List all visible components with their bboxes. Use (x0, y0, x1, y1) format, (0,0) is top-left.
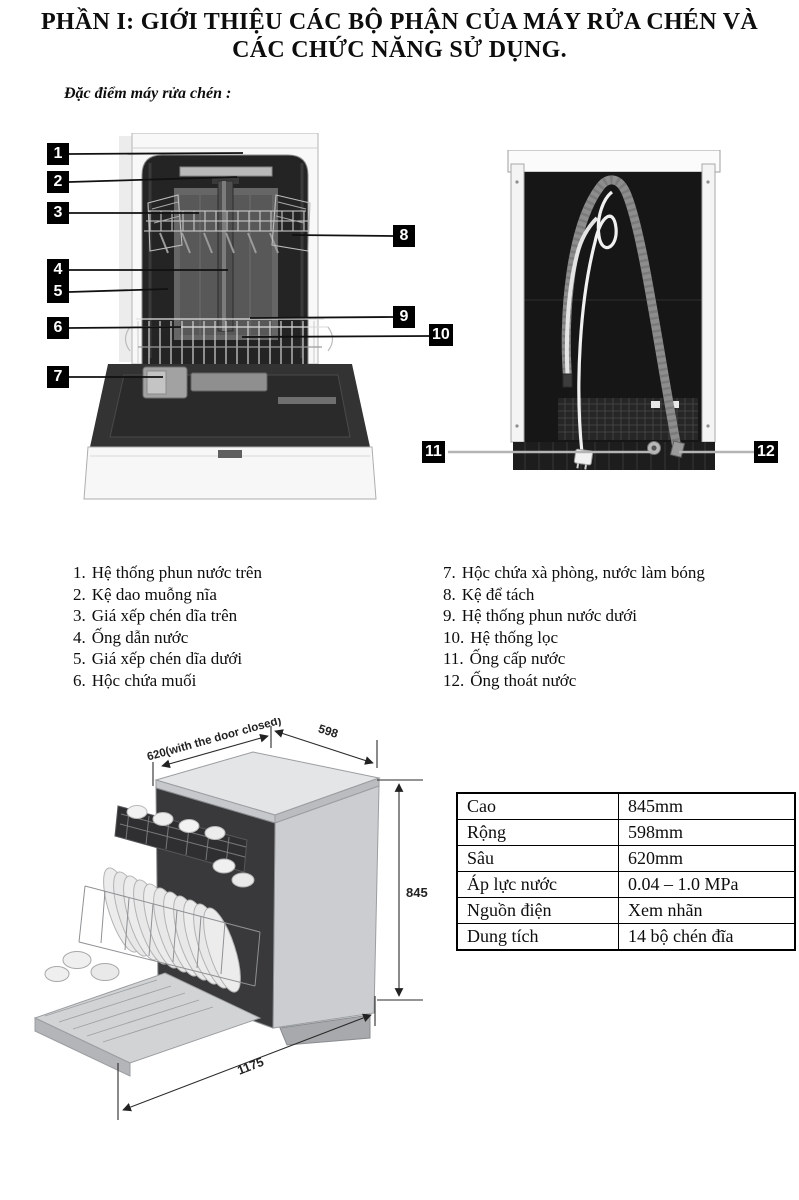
table-row: Rộng 598mm (456, 819, 796, 846)
door-outer-panel (83, 446, 377, 500)
part-item: 7. Hộc chứa xà phòng, nước làm bóng (443, 562, 705, 584)
part-label: Giá xếp chén dĩa trên (91, 606, 238, 625)
part-label: Hệ thống lọc (470, 627, 559, 647)
part-item: 3. Giá xếp chén dĩa trên (73, 605, 262, 627)
dim-598 (274, 729, 378, 768)
part-number: 5. (73, 649, 86, 668)
part-number: 12. (443, 670, 465, 690)
part-item: 10.Hệ thống lọc (443, 627, 705, 649)
page-title-line1: PHẦN I: GIỚI THIỆU CÁC BỘ PHẬN CỦA MÁY R… (40, 9, 759, 35)
part-number: 11. (443, 649, 464, 668)
part-label: Hệ thống phun nước dưới (461, 606, 637, 625)
side-rails (510, 163, 716, 443)
spec-value: 0.04 – 1.0 MPa (618, 871, 796, 898)
part-label: Giá xếp chén dĩa dưới (91, 649, 243, 668)
iso-lower-rack (78, 885, 261, 987)
callout-2: 2 (47, 171, 69, 193)
dimension-drawing: 620(with the door closed) 598 845 1175 (33, 718, 428, 1120)
spec-label: Dung tích (456, 923, 619, 951)
part-item: 9. Hệ thống phun nước dưới (443, 605, 705, 627)
parts-list-left: 1. Hệ thống phun nước trên 2.Kệ dao muỗng… (73, 562, 262, 691)
part-item: 12.Ống thoát nước (443, 670, 705, 692)
spec-value: 845mm (618, 792, 796, 820)
cabinet-shadow (119, 136, 132, 362)
part-number: 4. (73, 627, 86, 647)
spec-label: Cao (456, 792, 619, 820)
cutlery-shelf (179, 166, 273, 177)
part-number: 10. (443, 627, 465, 647)
part-item: 6.Hộc chứa muối (73, 670, 262, 692)
callout-11: 11 (422, 441, 445, 463)
callout-12: 12 (754, 441, 778, 463)
spec-label: Nguồn điện (456, 897, 619, 924)
part-number: 2. (73, 584, 86, 604)
part-item: 5. Giá xếp chén dĩa dưới (73, 648, 262, 670)
callout-9: 9 (393, 306, 415, 328)
dim-1175-label: 1175 (235, 1055, 265, 1078)
callout-4: 4 (47, 259, 69, 281)
part-number: 6. (73, 670, 86, 690)
spec-table: Cao 845mm Rộng 598mm Sâu 620mm Áp lực nư… (456, 792, 796, 951)
part-item: 11. Ống cấp nước (443, 648, 705, 670)
part-item: 4.Ống dẫn nước (73, 627, 262, 649)
table-row: Áp lực nước 0.04 – 1.0 MPa (456, 871, 796, 898)
table-row: Cao 845mm (456, 792, 796, 820)
callout-3: 3 (47, 202, 69, 224)
spec-label: Rộng (456, 819, 619, 846)
part-item: 1. Hệ thống phun nước trên (73, 562, 262, 584)
dishwasher-back-photo (507, 150, 721, 470)
iso-bowls (44, 951, 120, 982)
part-label: Kệ dao muỗng nĩa (91, 584, 217, 604)
part-number: 7. (443, 563, 456, 582)
part-label: Ống cấp nước (469, 649, 566, 668)
part-label: Kệ để tách (461, 584, 535, 604)
spec-value: 620mm (618, 845, 796, 872)
part-item: 8.Kệ để tách (443, 584, 705, 606)
iso-top-rack (114, 805, 255, 888)
part-label: Hệ thống phun nước trên (91, 563, 262, 582)
dim-598-label: 598 (317, 721, 341, 740)
section-subtitle: Đặc điểm máy rửa chén : (64, 85, 232, 102)
part-number: 9. (443, 606, 456, 625)
spec-value: 598mm (618, 819, 796, 846)
part-number: 3. (73, 606, 86, 625)
table-row: Sâu 620mm (456, 845, 796, 872)
callout-10: 10 (429, 324, 453, 346)
part-number: 1. (73, 563, 86, 582)
dim-845-label: 845 (406, 885, 428, 900)
upper-rack (144, 194, 311, 254)
dishwasher-front-photo (83, 133, 377, 500)
parts-list-right: 7. Hộc chứa xà phòng, nước làm bóng 8.Kệ … (443, 562, 705, 691)
part-label: Hộc chứa xà phòng, nước làm bóng (461, 563, 705, 582)
part-item: 2.Kệ dao muỗng nĩa (73, 584, 262, 606)
dim-620 (152, 726, 272, 786)
callout-7: 7 (47, 366, 69, 388)
callout-5: 5 (47, 281, 69, 303)
part-label: Ống thoát nước (470, 670, 577, 690)
callout-1: 1 (47, 143, 69, 165)
spec-label: Sâu (456, 845, 619, 872)
dim-845 (377, 779, 423, 1001)
part-label: Ống dẫn nước (91, 627, 189, 647)
page-title: PHẦN I: GIỚI THIỆU CÁC BỘ PHẬN CỦA MÁY R… (0, 8, 799, 64)
dim-1175 (117, 996, 376, 1120)
base-plinth (513, 442, 715, 470)
water-inlet-port (647, 441, 661, 455)
callout-8: 8 (393, 225, 415, 247)
spec-value: 14 bộ chén đĩa (618, 923, 796, 951)
spec-value: Xem nhãn (618, 897, 796, 924)
callout-6: 6 (47, 317, 69, 339)
top-panel (507, 150, 721, 173)
page-title-line2: CÁC CHỨC NĂNG SỬ DỤNG. (232, 37, 567, 63)
part-number: 8. (443, 584, 456, 604)
table-row: Nguồn điện Xem nhãn (456, 897, 796, 924)
part-label: Hộc chứa muối (91, 670, 197, 690)
spec-label: Áp lực nước (456, 871, 619, 898)
table-row: Dung tích 14 bộ chén đĩa (456, 923, 796, 951)
